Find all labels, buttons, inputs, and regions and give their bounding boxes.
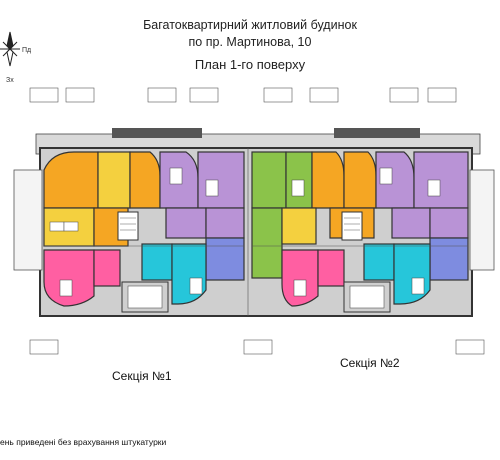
floor-plan-subtitle: План 1-го поверху bbox=[194, 57, 306, 72]
footnote: ень приведені без врахування штукатурки bbox=[0, 437, 167, 447]
title-line-2: по пр. Мартинова, 10 bbox=[188, 35, 312, 49]
compass-south-label: Зх bbox=[6, 77, 14, 84]
compass-north-label: Пд bbox=[22, 47, 31, 54]
compass-icon: Пд Зх bbox=[0, 31, 31, 84]
title-line-1: Багатоквартирний житловий будинок bbox=[143, 18, 357, 32]
section-1-label: Секція №1 bbox=[112, 369, 172, 383]
section-2-label: Секція №2 bbox=[340, 356, 400, 370]
